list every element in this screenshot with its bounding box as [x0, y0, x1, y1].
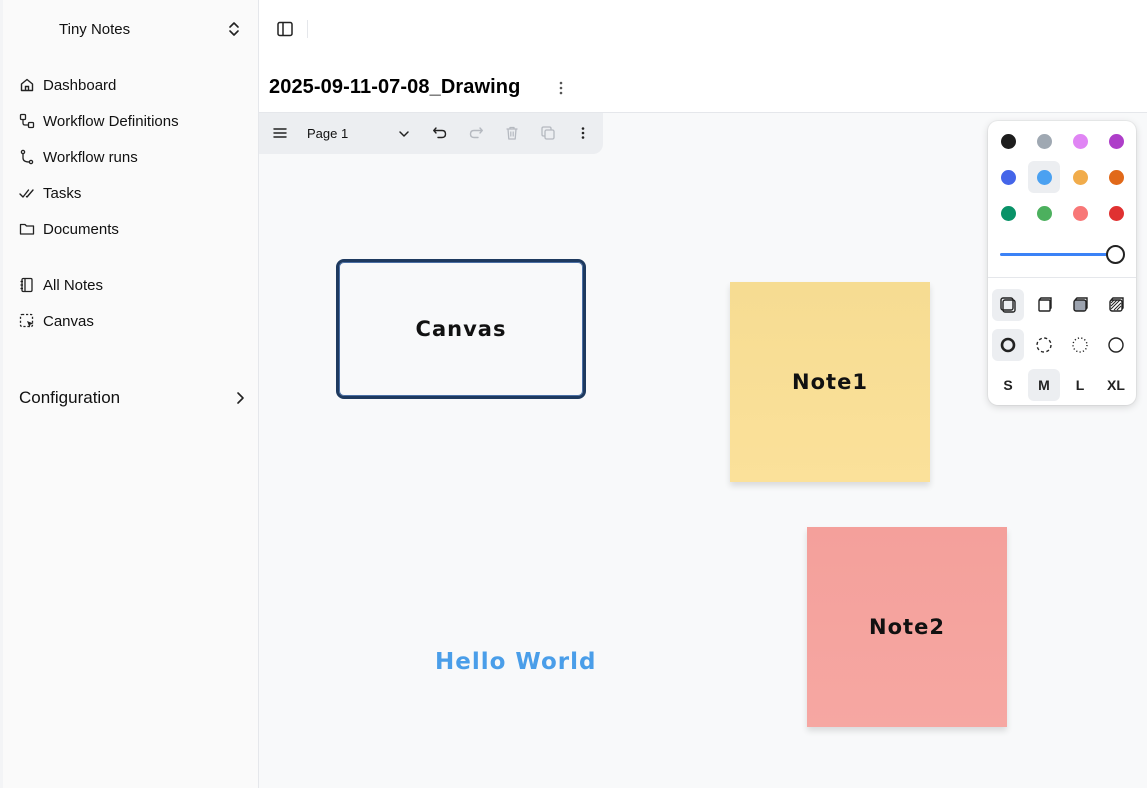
color-swatch-grey[interactable]: [1028, 125, 1060, 157]
color-dot: [1000, 169, 1016, 185]
fill-semi-icon[interactable]: [1028, 289, 1060, 321]
nav-label: Documents: [43, 220, 119, 238]
color-dot: [1108, 169, 1124, 185]
notebook-icon: [19, 277, 35, 293]
nav-label: Workflow runs: [43, 148, 138, 166]
workflow-icon: [19, 113, 35, 129]
more-vertical-icon[interactable]: [572, 122, 594, 144]
color-swatch-black[interactable]: [992, 125, 1024, 157]
divider: [988, 277, 1136, 278]
app-name: Tiny Notes: [59, 20, 131, 38]
nav-label: All Notes: [43, 276, 104, 294]
color-dot: [1072, 133, 1088, 149]
color-dot: [1108, 205, 1124, 221]
trash-icon[interactable]: [501, 122, 523, 144]
document-title: 2025-09-11-07-08_Drawing: [269, 76, 521, 98]
sidebar-toggle-icon[interactable]: [275, 19, 295, 39]
nav-item-canvas[interactable]: Canvas: [19, 303, 249, 339]
note-label: Note2: [869, 615, 945, 639]
color-swatch-blue[interactable]: [992, 161, 1024, 193]
color-swatch-light-blue[interactable]: [1028, 161, 1060, 193]
fill-pattern-icon[interactable]: [1100, 289, 1132, 321]
size-s-button[interactable]: S: [1003, 377, 1013, 393]
color-swatch-light-violet[interactable]: [1064, 125, 1096, 157]
dash-dotted-icon[interactable]: [1064, 329, 1096, 361]
shape-label: Canvas: [415, 317, 507, 341]
double-check-icon: [19, 185, 35, 201]
opacity-slider[interactable]: [1000, 241, 1125, 267]
color-dot: [1108, 133, 1124, 149]
nav-item-dashboard[interactable]: Dashboard: [19, 67, 249, 103]
page-name[interactable]: Page 1: [307, 126, 349, 141]
chevron-right-icon: [237, 392, 244, 404]
dash-dashed-icon[interactable]: [1028, 329, 1060, 361]
sidebar: Tiny Notes Dashboard Workflow Definition…: [0, 0, 259, 788]
nav-label: Canvas: [43, 312, 94, 330]
page-toolbar: Page 1: [259, 113, 603, 154]
dashed-select-icon: [19, 313, 35, 329]
chevron-up-down-icon: [229, 22, 239, 36]
text-shape[interactable]: Hello World: [435, 649, 597, 675]
main-menu-icon[interactable]: [269, 122, 291, 144]
divider: [307, 20, 308, 38]
rectangle-shape[interactable]: Canvas: [336, 259, 586, 399]
sticky-note-1[interactable]: Note1: [730, 282, 930, 482]
folder-icon: [19, 221, 35, 237]
nav-label: Workflow Definitions: [43, 112, 179, 130]
color-dot: [1036, 169, 1052, 185]
main-nav: Dashboard Workflow Definitions Workflow …: [19, 67, 249, 247]
sticky-note-2[interactable]: Note2: [807, 527, 1007, 727]
notes-nav: All Notes Canvas: [19, 267, 249, 339]
color-swatch-green[interactable]: [992, 197, 1024, 229]
note-label: Note1: [792, 370, 868, 394]
nav-item-documents[interactable]: Documents: [19, 211, 249, 247]
color-dot: [1072, 205, 1088, 221]
color-dot: [1036, 205, 1052, 221]
duplicate-icon[interactable]: [537, 122, 559, 144]
color-dot: [1072, 169, 1088, 185]
size-l-button[interactable]: L: [1075, 377, 1085, 393]
nav-item-workflow-definitions[interactable]: Workflow Definitions: [19, 103, 249, 139]
top-bar: 2025-09-11-07-08_Drawing: [259, 0, 1147, 98]
nav-item-workflow-runs[interactable]: Workflow runs: [19, 139, 249, 175]
fill-none-icon[interactable]: [992, 289, 1024, 321]
size-xl-button[interactable]: XL: [1107, 377, 1125, 393]
undo-icon[interactable]: [429, 122, 451, 144]
dash-draw-icon[interactable]: [992, 329, 1024, 361]
nav-item-tasks[interactable]: Tasks: [19, 175, 249, 211]
slider-track: [1000, 253, 1114, 256]
color-swatch-red[interactable]: [1100, 197, 1132, 229]
nav-label: Dashboard: [43, 76, 117, 94]
color-swatch-light-green[interactable]: [1028, 197, 1060, 229]
more-vertical-icon[interactable]: [554, 78, 568, 98]
color-swatch-orange[interactable]: [1100, 161, 1132, 193]
nav-item-all-notes[interactable]: All Notes: [19, 267, 249, 303]
git-branch-icon: [19, 149, 35, 165]
configuration-section[interactable]: Configuration: [19, 380, 245, 416]
app-switcher[interactable]: Tiny Notes: [3, 12, 259, 46]
color-swatch-violet[interactable]: [1100, 125, 1132, 157]
fill-solid-icon[interactable]: [1064, 289, 1096, 321]
nav-label: Tasks: [43, 184, 82, 202]
redo-icon[interactable]: [465, 122, 487, 144]
color-dot: [1036, 133, 1052, 149]
color-dot: [1000, 133, 1016, 149]
dash-solid-icon[interactable]: [1100, 329, 1132, 361]
configuration-label: Configuration: [19, 388, 121, 407]
home-icon: [19, 77, 35, 93]
size-m-button[interactable]: M: [1028, 369, 1060, 401]
color-swatch-yellow[interactable]: [1064, 161, 1096, 193]
slider-thumb[interactable]: [1106, 245, 1125, 264]
style-panel: S M L XL: [988, 121, 1136, 405]
chevron-down-icon[interactable]: [393, 123, 415, 145]
color-dot: [1000, 205, 1016, 221]
color-swatch-light-red[interactable]: [1064, 197, 1096, 229]
